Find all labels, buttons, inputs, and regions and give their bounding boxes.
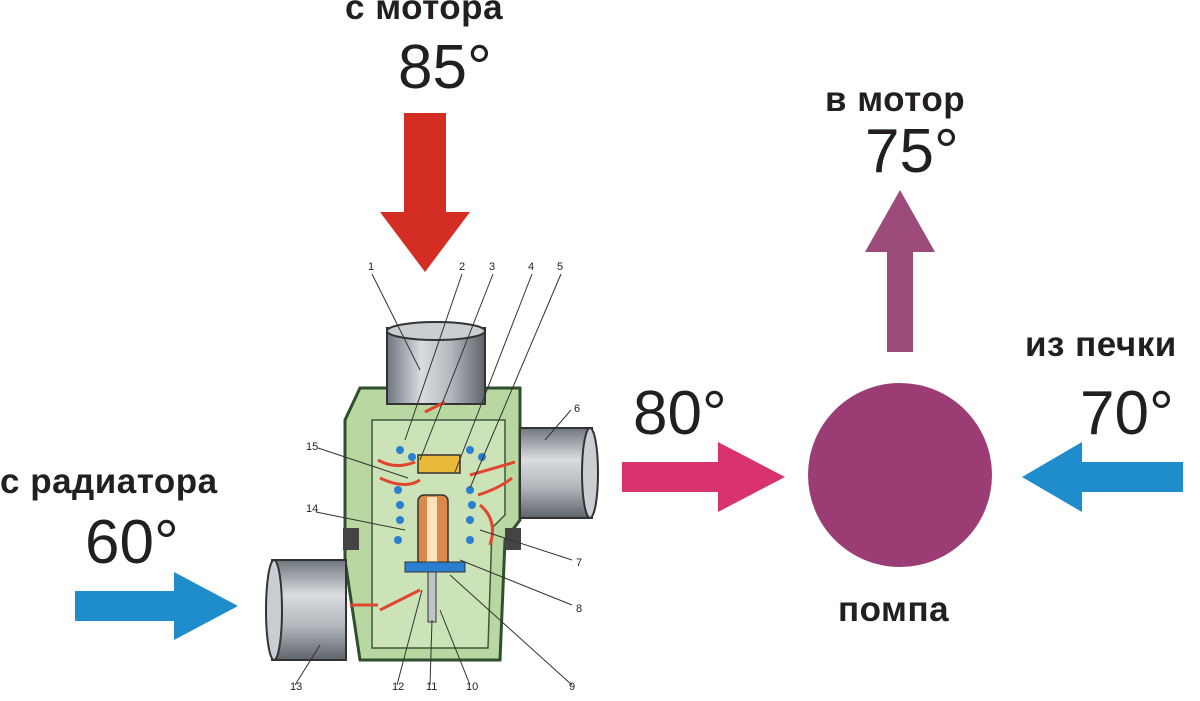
svg-text:7: 7: [576, 557, 582, 569]
svg-text:1: 1: [368, 261, 374, 273]
pump-circle: [808, 383, 992, 567]
svg-text:8: 8: [576, 603, 582, 615]
outlet-to-engine-arrow: [865, 190, 935, 352]
heater-temp: 70°: [1080, 379, 1174, 448]
heater-label: из печки: [1025, 325, 1177, 364]
svg-text:9: 9: [569, 681, 575, 693]
svg-text:12: 12: [392, 681, 404, 693]
radiator-inlet-arrow: [75, 572, 238, 640]
engine-out-label: в мотор: [825, 80, 966, 119]
svg-text:6: 6: [574, 403, 580, 415]
svg-text:4: 4: [528, 261, 534, 273]
heater-inlet-arrow: [1022, 442, 1183, 512]
svg-text:10: 10: [466, 681, 478, 693]
radiator-temp: 60°: [85, 508, 179, 577]
radiator-label: с радиатора: [0, 462, 218, 501]
mixed-flow-arrow: [622, 442, 785, 512]
svg-text:13: 13: [290, 681, 302, 693]
svg-text:14: 14: [306, 503, 318, 515]
mixed-temp: 80°: [633, 379, 727, 448]
svg-text:11: 11: [426, 681, 437, 693]
svg-text:3: 3: [489, 261, 495, 273]
svg-text:2: 2: [459, 261, 465, 273]
svg-text:5: 5: [557, 261, 563, 273]
thermostat-illustration: 1 2 3 4 5 6 7 8 9 10 11 12 13 14 15: [265, 261, 599, 693]
hot-inlet-arrow: [380, 113, 470, 272]
svg-text:15: 15: [306, 441, 318, 453]
engine-in-label: с мотора: [345, 0, 504, 27]
pump-label: помпа: [838, 590, 950, 629]
engine-in-temp: 85°: [398, 33, 492, 102]
engine-out-temp: 75°: [865, 117, 959, 186]
